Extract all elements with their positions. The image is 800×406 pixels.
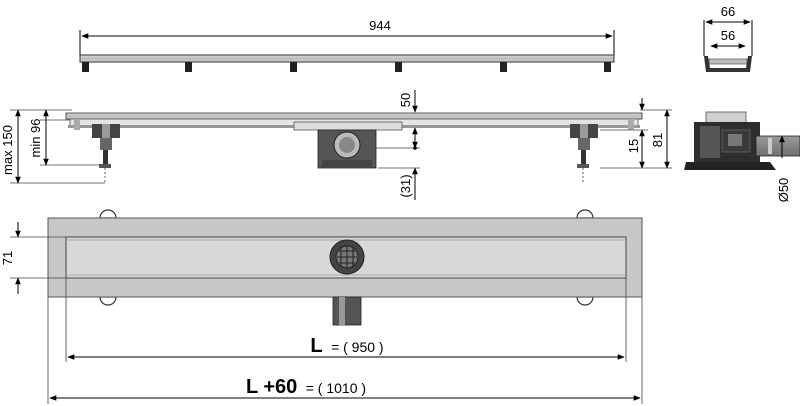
dim-min96-label: min 96 (28, 118, 43, 157)
top-view-grate: 944 (79, 18, 615, 72)
total-dimension-label: L +60 = ( 1010 ) (246, 376, 366, 398)
length-dimension-label: L = ( 950 ) (310, 335, 383, 357)
plan-view-channel: 71 L = ( 950 ) L +60 = ( 1010 ) (0, 209, 643, 404)
end-view-outlet: Ø50 (684, 111, 800, 203)
length-value: = ( 950 ) (331, 339, 384, 355)
dim-81-label: 81 (650, 133, 665, 147)
dim-56-label: 56 (721, 28, 735, 43)
dim-max150-label: max 150 (0, 125, 15, 175)
dim-50-label: 50 (398, 93, 413, 107)
dim-15-label: 15 (626, 139, 641, 153)
side-view-channel: max 150 min 96 50 (0, 90, 672, 200)
dim-71-label: 71 (0, 251, 15, 265)
dim-944-label: 944 (369, 18, 391, 33)
dim-31-label: (31) (398, 174, 413, 197)
dim-66-label: 66 (721, 4, 735, 19)
total-value: = ( 1010 ) (306, 380, 366, 396)
profile-cross-section: 66 56 (703, 4, 753, 72)
total-symbol: L +60 (246, 376, 297, 398)
length-symbol: L (310, 335, 322, 357)
dim-d50-label: Ø50 (776, 178, 791, 203)
